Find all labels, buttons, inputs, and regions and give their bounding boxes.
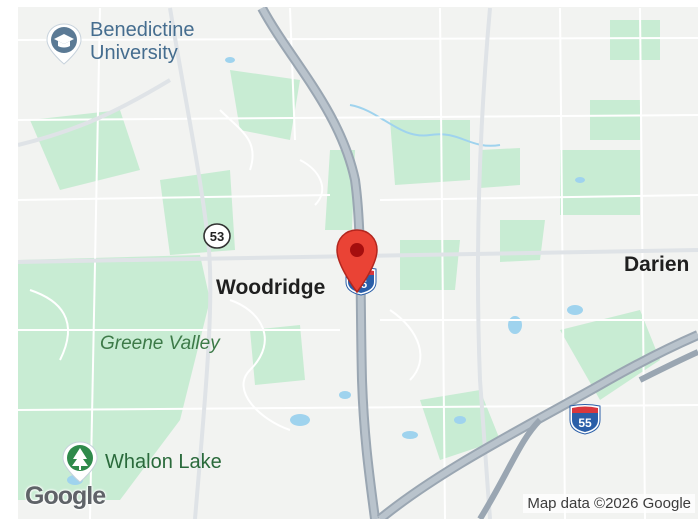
poi-label-line1: Benedictine <box>90 19 195 41</box>
tree-icon[interactable] <box>60 440 100 484</box>
us53-route-shield: 53 <box>203 223 231 249</box>
location-pin-icon[interactable] <box>334 228 380 296</box>
park-label-greene-valley[interactable]: Greene Valley <box>100 333 220 354</box>
us53-shield-text: 53 <box>210 229 224 244</box>
creek <box>349 104 501 147</box>
poi-label-whalon-lake[interactable]: Whalon Lake <box>105 451 222 473</box>
local-streets <box>17 7 698 519</box>
graduation-cap-icon[interactable] <box>44 22 84 66</box>
i55-shield-bottom: 55 <box>569 404 601 435</box>
poi-label-benedictine[interactable]: Benedictine University <box>90 19 195 65</box>
park-areas <box>18 20 660 500</box>
i55-bottom-shield-text: 55 <box>578 416 592 430</box>
city-label-woodridge[interactable]: Woodridge <box>216 276 326 299</box>
google-logo: Google <box>25 482 106 510</box>
water-bodies <box>67 57 585 485</box>
poi-label-line2: University <box>90 42 178 64</box>
map-attribution[interactable]: Map data ©2026 Google <box>523 494 695 513</box>
city-label-darien[interactable]: Darien <box>624 253 690 276</box>
